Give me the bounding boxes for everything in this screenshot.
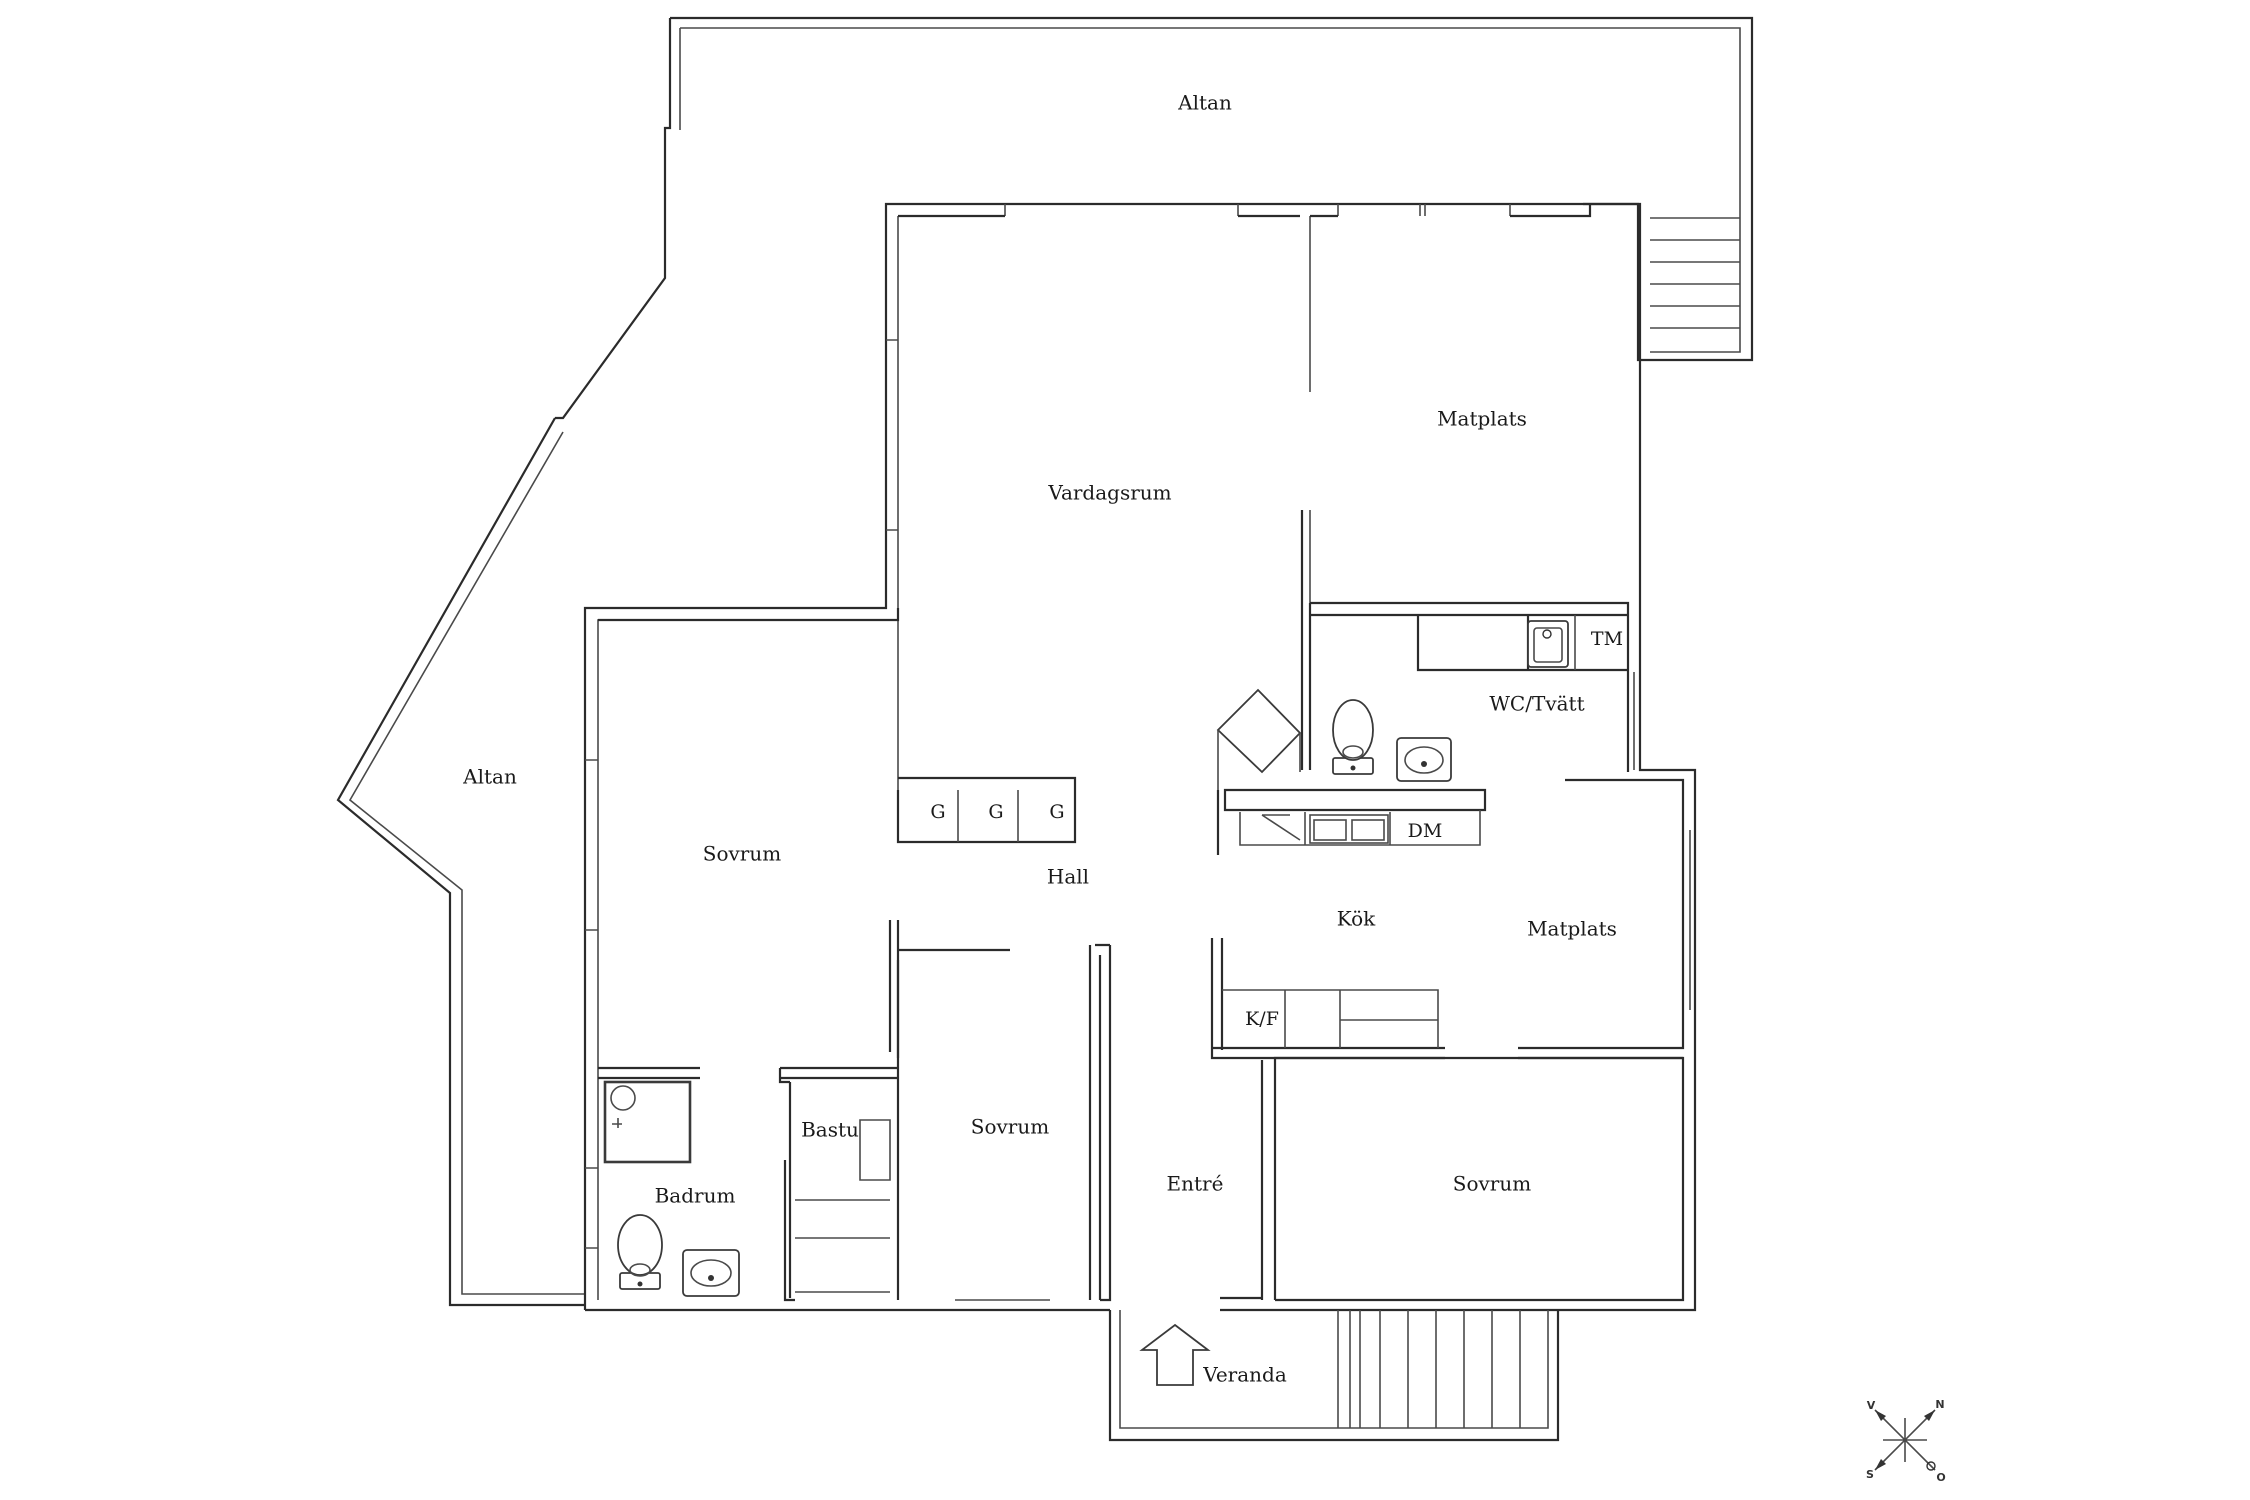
kitchen-sink-icon <box>1261 814 1389 844</box>
label-kf: K/F <box>1245 1008 1279 1030</box>
toilet-icon <box>1332 699 1374 775</box>
house-exterior-walls <box>583 202 1697 1312</box>
label-bastu: Bastu <box>801 1118 859 1142</box>
label-badrum: Badrum <box>655 1184 736 1208</box>
badrum-toilet-icon <box>617 1214 663 1290</box>
sink-icon <box>1396 737 1452 782</box>
compass-o: O <box>1936 1471 1945 1484</box>
windows <box>585 204 1691 1301</box>
label-altan-left: Altan <box>462 765 517 789</box>
label-veranda: Veranda <box>1202 1363 1287 1387</box>
compass-icon: V N S O <box>1866 1398 1946 1484</box>
compass-s: S <box>1866 1468 1874 1481</box>
label-tm: TM <box>1591 628 1623 650</box>
label-hall: Hall <box>1047 865 1089 889</box>
label-altan-top: Altan <box>1177 91 1232 115</box>
label-entre: Entré <box>1167 1172 1224 1196</box>
label-sovrum-left: Sovrum <box>703 842 781 866</box>
label-kok: Kök <box>1337 907 1376 931</box>
label-sovrum-mid: Sovrum <box>971 1115 1049 1139</box>
label-vardagsrum: Vardagsrum <box>1047 481 1171 505</box>
top-altan-deck <box>555 16 1754 420</box>
shower-icon <box>603 1080 692 1164</box>
compass-n: N <box>1935 1398 1944 1411</box>
label-dm: DM <box>1408 820 1443 842</box>
altan-stairs-right <box>1650 217 1740 329</box>
veranda-deck <box>1108 1310 1560 1442</box>
room-labels: Altan Altan Vardagsrum Matplats WC/Tvätt… <box>462 91 1623 1387</box>
badrum-sink-icon <box>682 1249 740 1297</box>
label-matplats-right: Matplats <box>1527 917 1617 941</box>
left-altan-deck <box>336 417 585 1307</box>
label-wc-tvatt: WC/Tvätt <box>1489 692 1584 716</box>
entrance-arrow-icon <box>1139 1323 1211 1386</box>
fireplace-icon <box>1216 688 1302 790</box>
label-wardrobe-1: G <box>930 801 945 823</box>
label-matplats-top: Matplats <box>1437 407 1527 431</box>
label-sovrum-right: Sovrum <box>1453 1172 1531 1196</box>
interior-walls <box>598 204 1685 1302</box>
label-wardrobe-3: G <box>1049 801 1064 823</box>
compass-v: V <box>1867 1399 1876 1412</box>
utility-sink-icon <box>1527 620 1569 668</box>
label-wardrobe-2: G <box>988 801 1003 823</box>
